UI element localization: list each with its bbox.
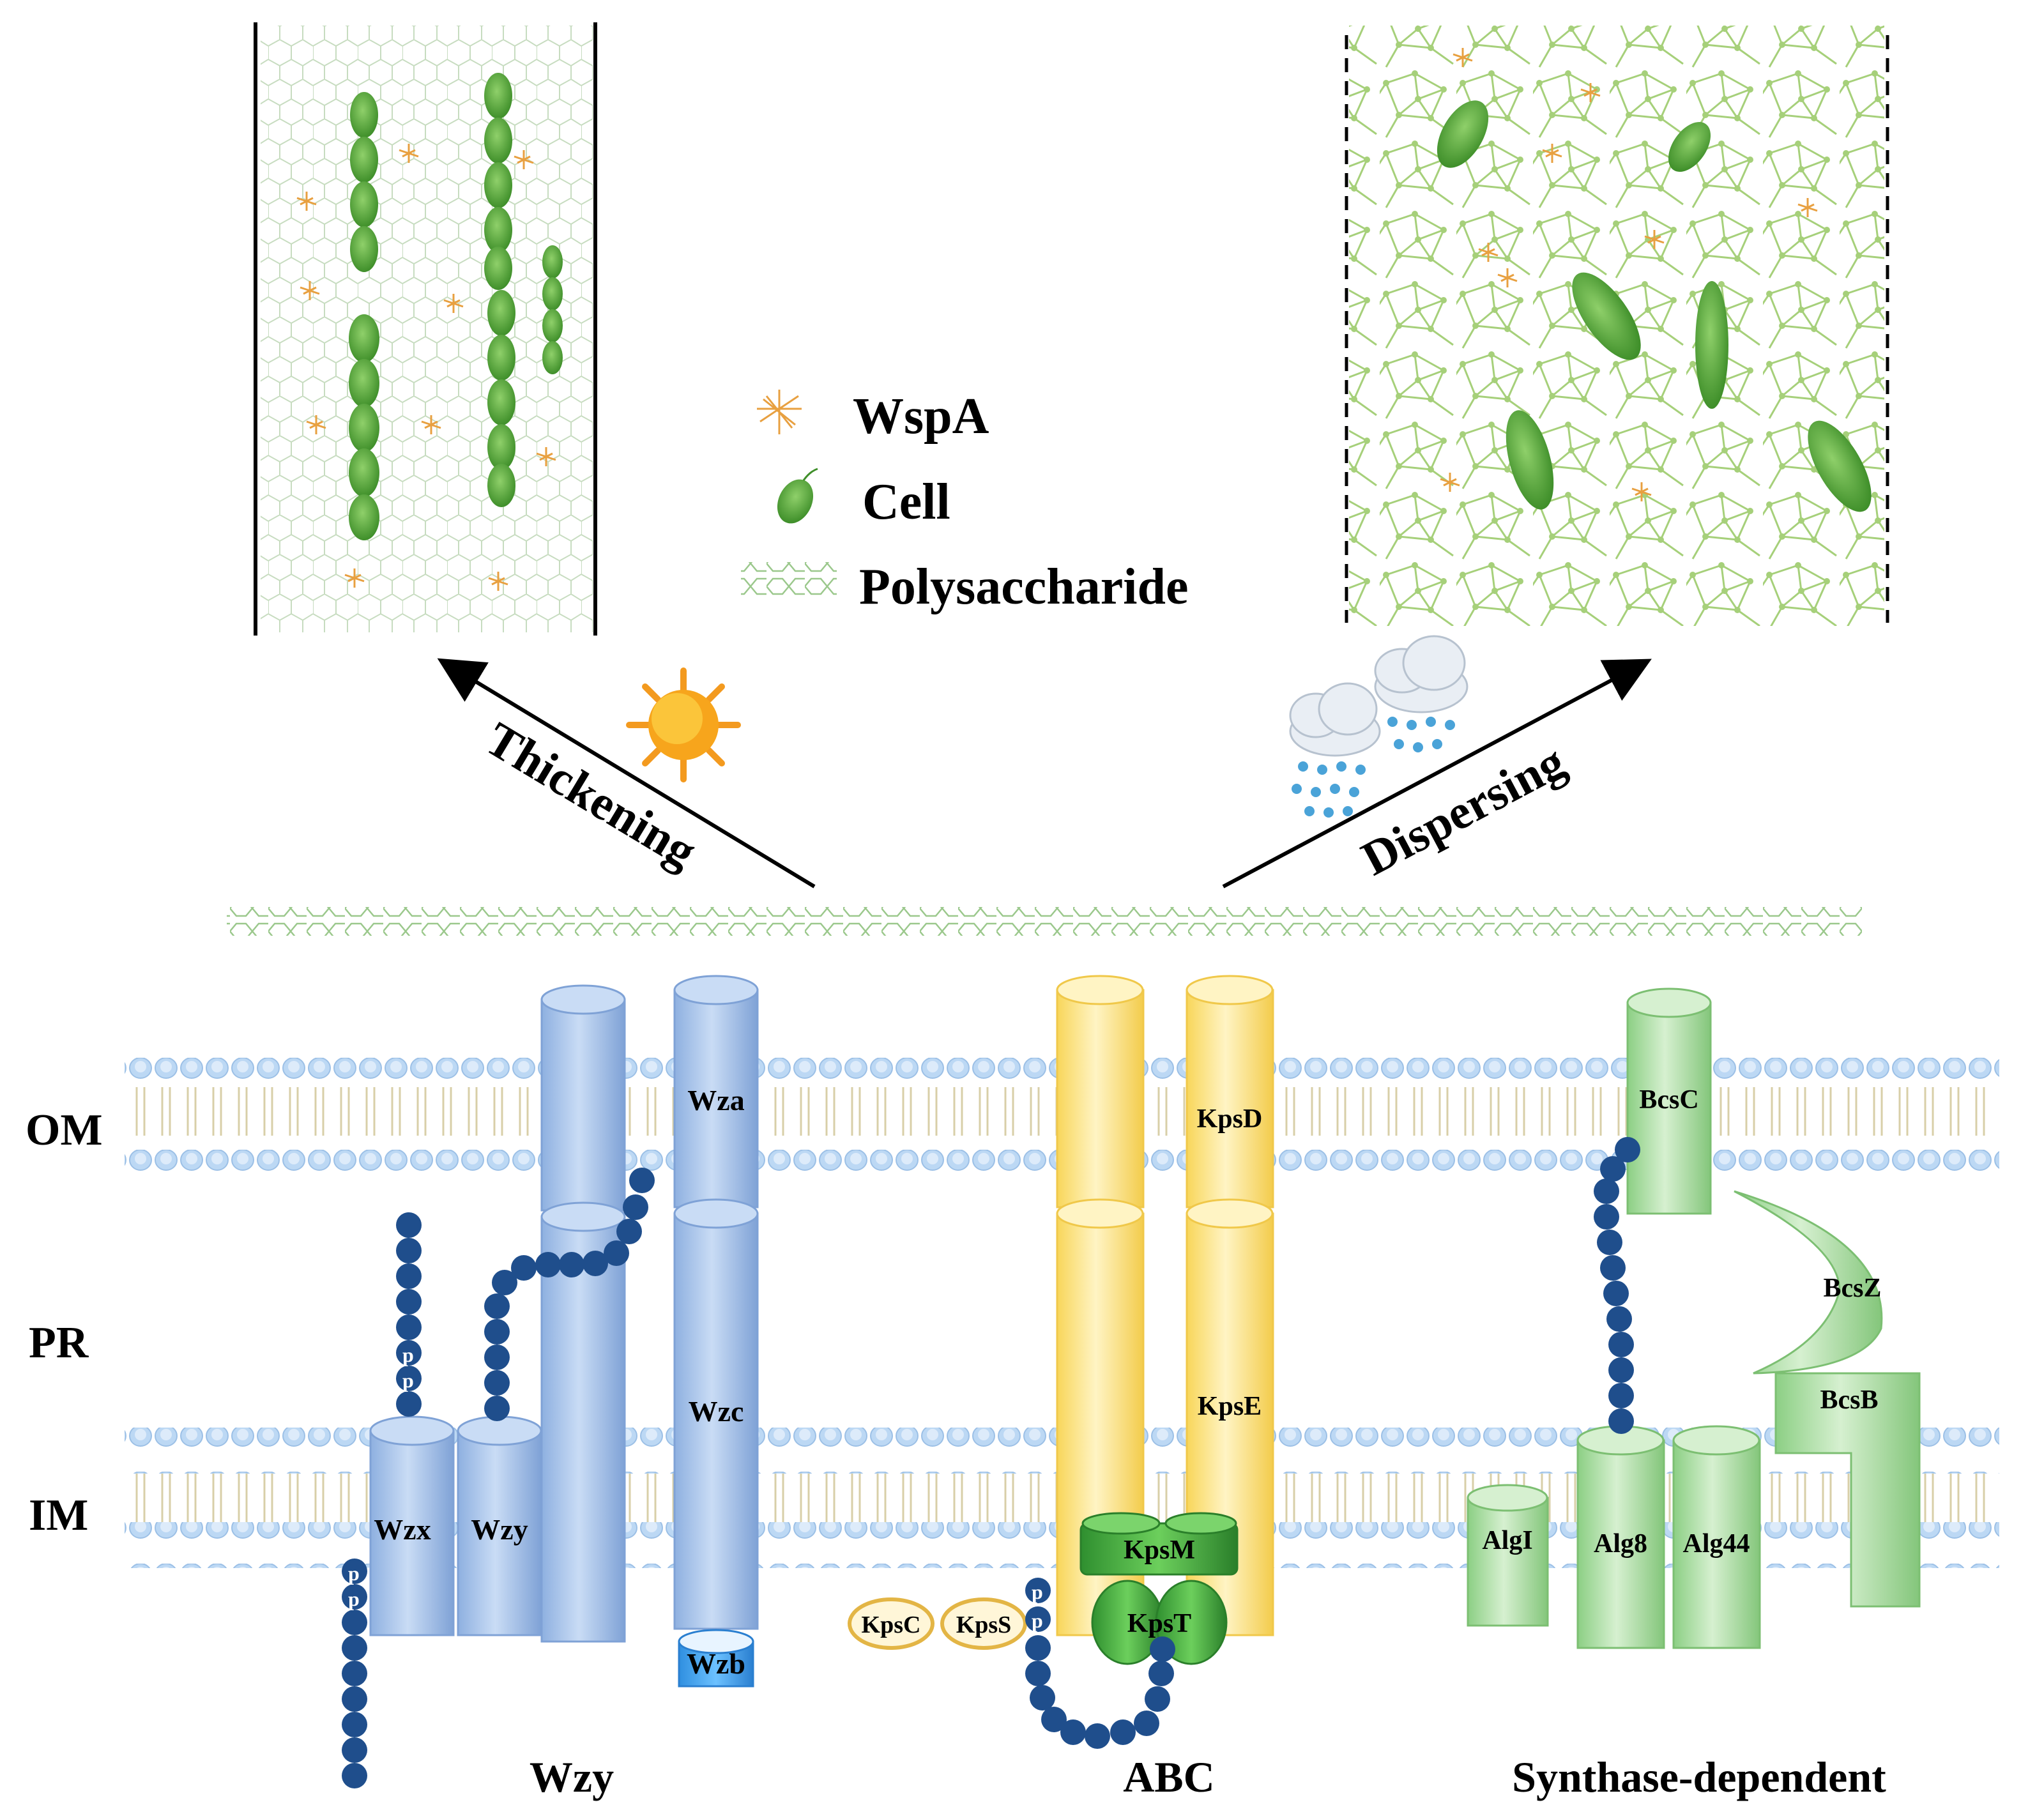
filament-cells <box>349 73 563 540</box>
alg44-label: Alg44 <box>1683 1529 1750 1559</box>
wzy-sugar-chains <box>342 1168 655 1788</box>
om-label: OM <box>26 1106 103 1155</box>
wspa-particles <box>296 144 556 591</box>
synthase-sugar-chain <box>1594 1137 1640 1434</box>
wzy-label: Wzy <box>471 1513 528 1546</box>
algi-label: AlgI <box>1482 1526 1532 1555</box>
wzc-protein <box>673 1212 759 1630</box>
algi-protein <box>1467 1497 1549 1627</box>
abc-system <box>848 975 1274 1749</box>
kps-left-upper <box>1056 989 1145 1208</box>
kpsd-label: KpsD <box>1197 1104 1263 1134</box>
dispersed-cells <box>1437 100 1872 512</box>
bcsz-protein <box>1734 1190 1883 1375</box>
sun-icon <box>626 667 741 782</box>
wzc-label: Wzc <box>689 1395 744 1428</box>
wzy-p-label-4: p <box>348 1587 360 1610</box>
wzx-protein <box>369 1429 455 1636</box>
abc-p-label-1: p <box>1032 1580 1043 1603</box>
wzx-label: Wzx <box>374 1513 431 1546</box>
kpss-protein <box>940 1597 1027 1650</box>
legend <box>741 390 837 600</box>
wspa-legend-icon <box>757 390 802 434</box>
kpsc-label: KpsC <box>862 1612 921 1638</box>
synthase-system <box>1467 987 1921 1649</box>
wzy-p-label-1: p <box>402 1343 414 1366</box>
wza-label: Wza <box>687 1084 744 1117</box>
pr-label: PR <box>29 1318 89 1368</box>
wzy-protein <box>457 1429 542 1636</box>
kpse-label: KpsE <box>1198 1392 1262 1421</box>
legend-polysaccharide-label: Polysaccharide <box>859 559 1188 615</box>
dispersed-matrix-panel <box>1345 26 1889 626</box>
abc-p-label-2: p <box>1032 1609 1043 1632</box>
alg8-label: Alg8 <box>1594 1529 1647 1559</box>
kpsc-protein <box>848 1597 934 1650</box>
abc-sugar-chain <box>1025 1578 1175 1749</box>
thickened-matrix-panel <box>254 22 597 636</box>
legend-cell-label: Cell <box>862 474 950 530</box>
wzy-system-title: Wzy <box>530 1753 614 1801</box>
bcsb-protein <box>1774 1372 1921 1608</box>
bcsz-label: BcsZ <box>1823 1274 1881 1303</box>
alg44-protein <box>1672 1439 1761 1649</box>
dispersed-wspa <box>1440 48 1818 501</box>
polysaccharide-strand <box>227 907 1862 936</box>
dispersing-arrow <box>1222 659 1652 888</box>
thickening-arrow <box>437 658 816 888</box>
abc-system-title: ABC <box>1123 1753 1215 1801</box>
wzy-system <box>342 975 759 1788</box>
bcsc-label: BcsC <box>1639 1085 1698 1115</box>
rain-clouds-icon <box>1289 635 1468 818</box>
kpsm-label: KpsM <box>1124 1536 1195 1565</box>
kpss-label: KpsS <box>956 1612 1012 1638</box>
polysaccharide-legend-icon <box>741 562 837 600</box>
wza-protein <box>673 989 759 1208</box>
bcsb-label: BcsB <box>1820 1385 1878 1415</box>
cell-legend-icon <box>777 468 818 524</box>
kpst-label: KpsT <box>1127 1609 1191 1638</box>
legend-wspa-label: WspA <box>853 388 989 445</box>
wzy-p-label-2: p <box>402 1369 414 1392</box>
synthase-system-title: Synthase-dependent <box>1512 1753 1886 1801</box>
wzy-p-label-3: p <box>348 1562 360 1585</box>
kpsd-protein <box>1186 989 1274 1208</box>
im-label: IM <box>29 1491 88 1540</box>
wzb-label: Wzb <box>687 1647 745 1680</box>
bcsc-protein <box>1626 1002 1712 1215</box>
